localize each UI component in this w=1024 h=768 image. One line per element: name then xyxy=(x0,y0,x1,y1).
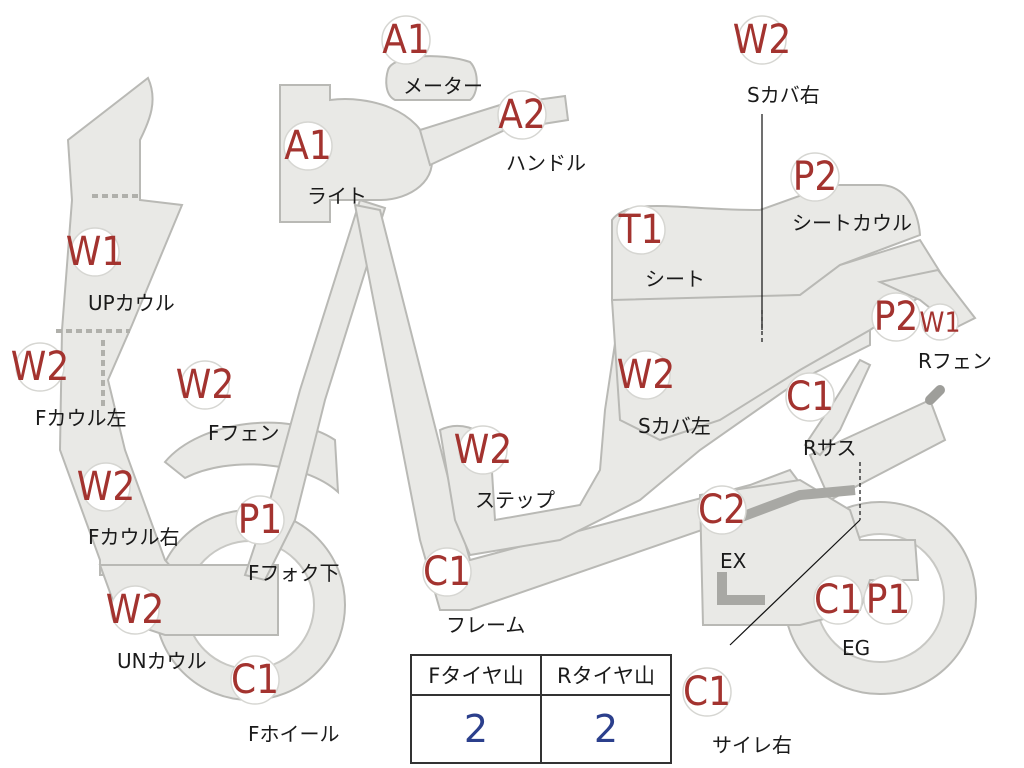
label-eg: EG xyxy=(842,636,870,660)
badge-circle-f-cowl-right xyxy=(81,462,131,512)
badge-circle-handle xyxy=(497,90,547,140)
badge-circle-r-fender xyxy=(871,292,921,342)
badge-circle-s-cover-left xyxy=(621,350,671,400)
badge-circle-seat xyxy=(616,205,666,255)
badge-code-light: A1 xyxy=(284,123,332,169)
r-tire-value: 2 xyxy=(540,694,672,764)
front-fork-shape xyxy=(243,198,387,582)
badge-circle-frame xyxy=(422,547,472,597)
badge-code-step: W2 xyxy=(454,427,512,473)
badge-code-r-sus: C1 xyxy=(786,374,834,420)
badge-code-meter: A1 xyxy=(382,17,430,63)
guide-lines xyxy=(56,114,861,646)
label-f-fender: Fフェン xyxy=(208,421,280,445)
badge-circle-silencer-right xyxy=(682,667,732,717)
label-f-cowl-left: Fカウル左 xyxy=(35,406,127,430)
badge-code-s-cover-right: W2 xyxy=(733,17,791,63)
badge-circle-f-fork-lower xyxy=(235,495,285,545)
label-silencer-right: サイレ右 xyxy=(712,733,792,757)
silencer-leader xyxy=(729,519,861,646)
badge-code-eg-2: P1 xyxy=(866,577,911,623)
badge-code-r-fender-2: W1 xyxy=(920,306,961,339)
badge-circle-seat-cowl xyxy=(790,152,840,202)
exhaust-lower-shape xyxy=(717,572,765,605)
badge-circle-light xyxy=(283,121,333,171)
badge-code-eg: C1 xyxy=(814,577,862,623)
exhaust-pipe-shape xyxy=(718,485,856,530)
badge-circle-un-cowl xyxy=(110,585,160,635)
label-light: ライト xyxy=(307,184,367,208)
badge-code-seat: T1 xyxy=(618,207,664,253)
badge-code-frame: C1 xyxy=(423,549,471,595)
badge-circle-ex xyxy=(697,485,747,535)
badge-code-f-fork-lower: P1 xyxy=(238,497,283,543)
badge-circle-f-fender xyxy=(180,360,230,410)
badge-code-s-cover-left: W2 xyxy=(617,352,675,398)
badge-code-f-cowl-left: W2 xyxy=(11,344,69,390)
label-f-cowl-right: Fカウル右 xyxy=(88,525,180,549)
badge-code-f-fender: W2 xyxy=(176,362,234,408)
badge-circle-r-fender-2 xyxy=(921,303,959,341)
badge-circle-step xyxy=(458,425,508,475)
label-f-wheel: Fホイール xyxy=(248,722,340,746)
badge-circle-r-sus xyxy=(785,372,835,422)
label-meter: メーター xyxy=(403,74,483,98)
badge-code-f-cowl-right: W2 xyxy=(77,464,135,510)
tire-tread-table: Fタイヤ山 Rタイヤ山 2 2 xyxy=(410,654,672,764)
label-r-sus: Rサス xyxy=(803,436,857,460)
badge-code-seat-cowl: P2 xyxy=(793,154,838,200)
label-seat: シート xyxy=(645,267,705,291)
badge-circle-eg-2 xyxy=(863,575,913,625)
label-up-cowl: UPカウル xyxy=(88,291,175,315)
tire-table-header-row: Fタイヤ山 Rタイヤ山 xyxy=(410,654,672,696)
label-seat-cowl: シートカウル xyxy=(792,211,912,235)
tire-table-value-row: 2 2 xyxy=(410,694,672,764)
badge-circle-f-wheel xyxy=(230,655,280,705)
label-frame: フレーム xyxy=(446,613,525,637)
label-s-cover-left: Sカバ左 xyxy=(638,414,711,438)
badge-code-f-wheel: C1 xyxy=(231,657,279,703)
f-tire-value: 2 xyxy=(410,694,542,764)
f-tire-header: Fタイヤ山 xyxy=(410,654,542,696)
rear-shock-shape xyxy=(808,398,947,502)
label-un-cowl: UNカウル xyxy=(117,649,207,673)
label-r-fender: Rフェン xyxy=(918,349,992,373)
part-badges: A1 メーター A2 ハンドル A1 ライト W2 Sカバ右 P2 シートカウル… xyxy=(11,15,992,757)
label-s-cover-right: Sカバ右 xyxy=(747,83,820,107)
badge-code-up-cowl: W1 xyxy=(66,229,124,275)
badge-code-silencer-right: C1 xyxy=(683,669,731,715)
label-f-fork-lower: Fフォク下 xyxy=(248,561,340,585)
badge-code-un-cowl: W2 xyxy=(106,587,164,633)
label-ex: EX xyxy=(720,549,747,573)
front-cowl-shape xyxy=(58,76,184,576)
badge-circle-eg xyxy=(813,575,863,625)
badge-circle-up-cowl xyxy=(70,227,120,277)
badge-code-r-fender: P2 xyxy=(874,294,919,340)
r-tire-header: Rタイヤ山 xyxy=(540,654,672,696)
badge-code-handle: A2 xyxy=(498,92,546,138)
rear-stay-shape xyxy=(803,358,872,457)
label-handle: ハンドル xyxy=(506,151,586,175)
rear-shock-arm-shape xyxy=(925,385,945,405)
label-step: ステップ xyxy=(475,488,555,512)
badge-circle-meter xyxy=(381,15,431,65)
badge-circle-s-cover-right xyxy=(737,15,787,65)
badge-circle-f-cowl-left xyxy=(15,342,65,392)
badge-code-ex: C2 xyxy=(698,487,746,533)
